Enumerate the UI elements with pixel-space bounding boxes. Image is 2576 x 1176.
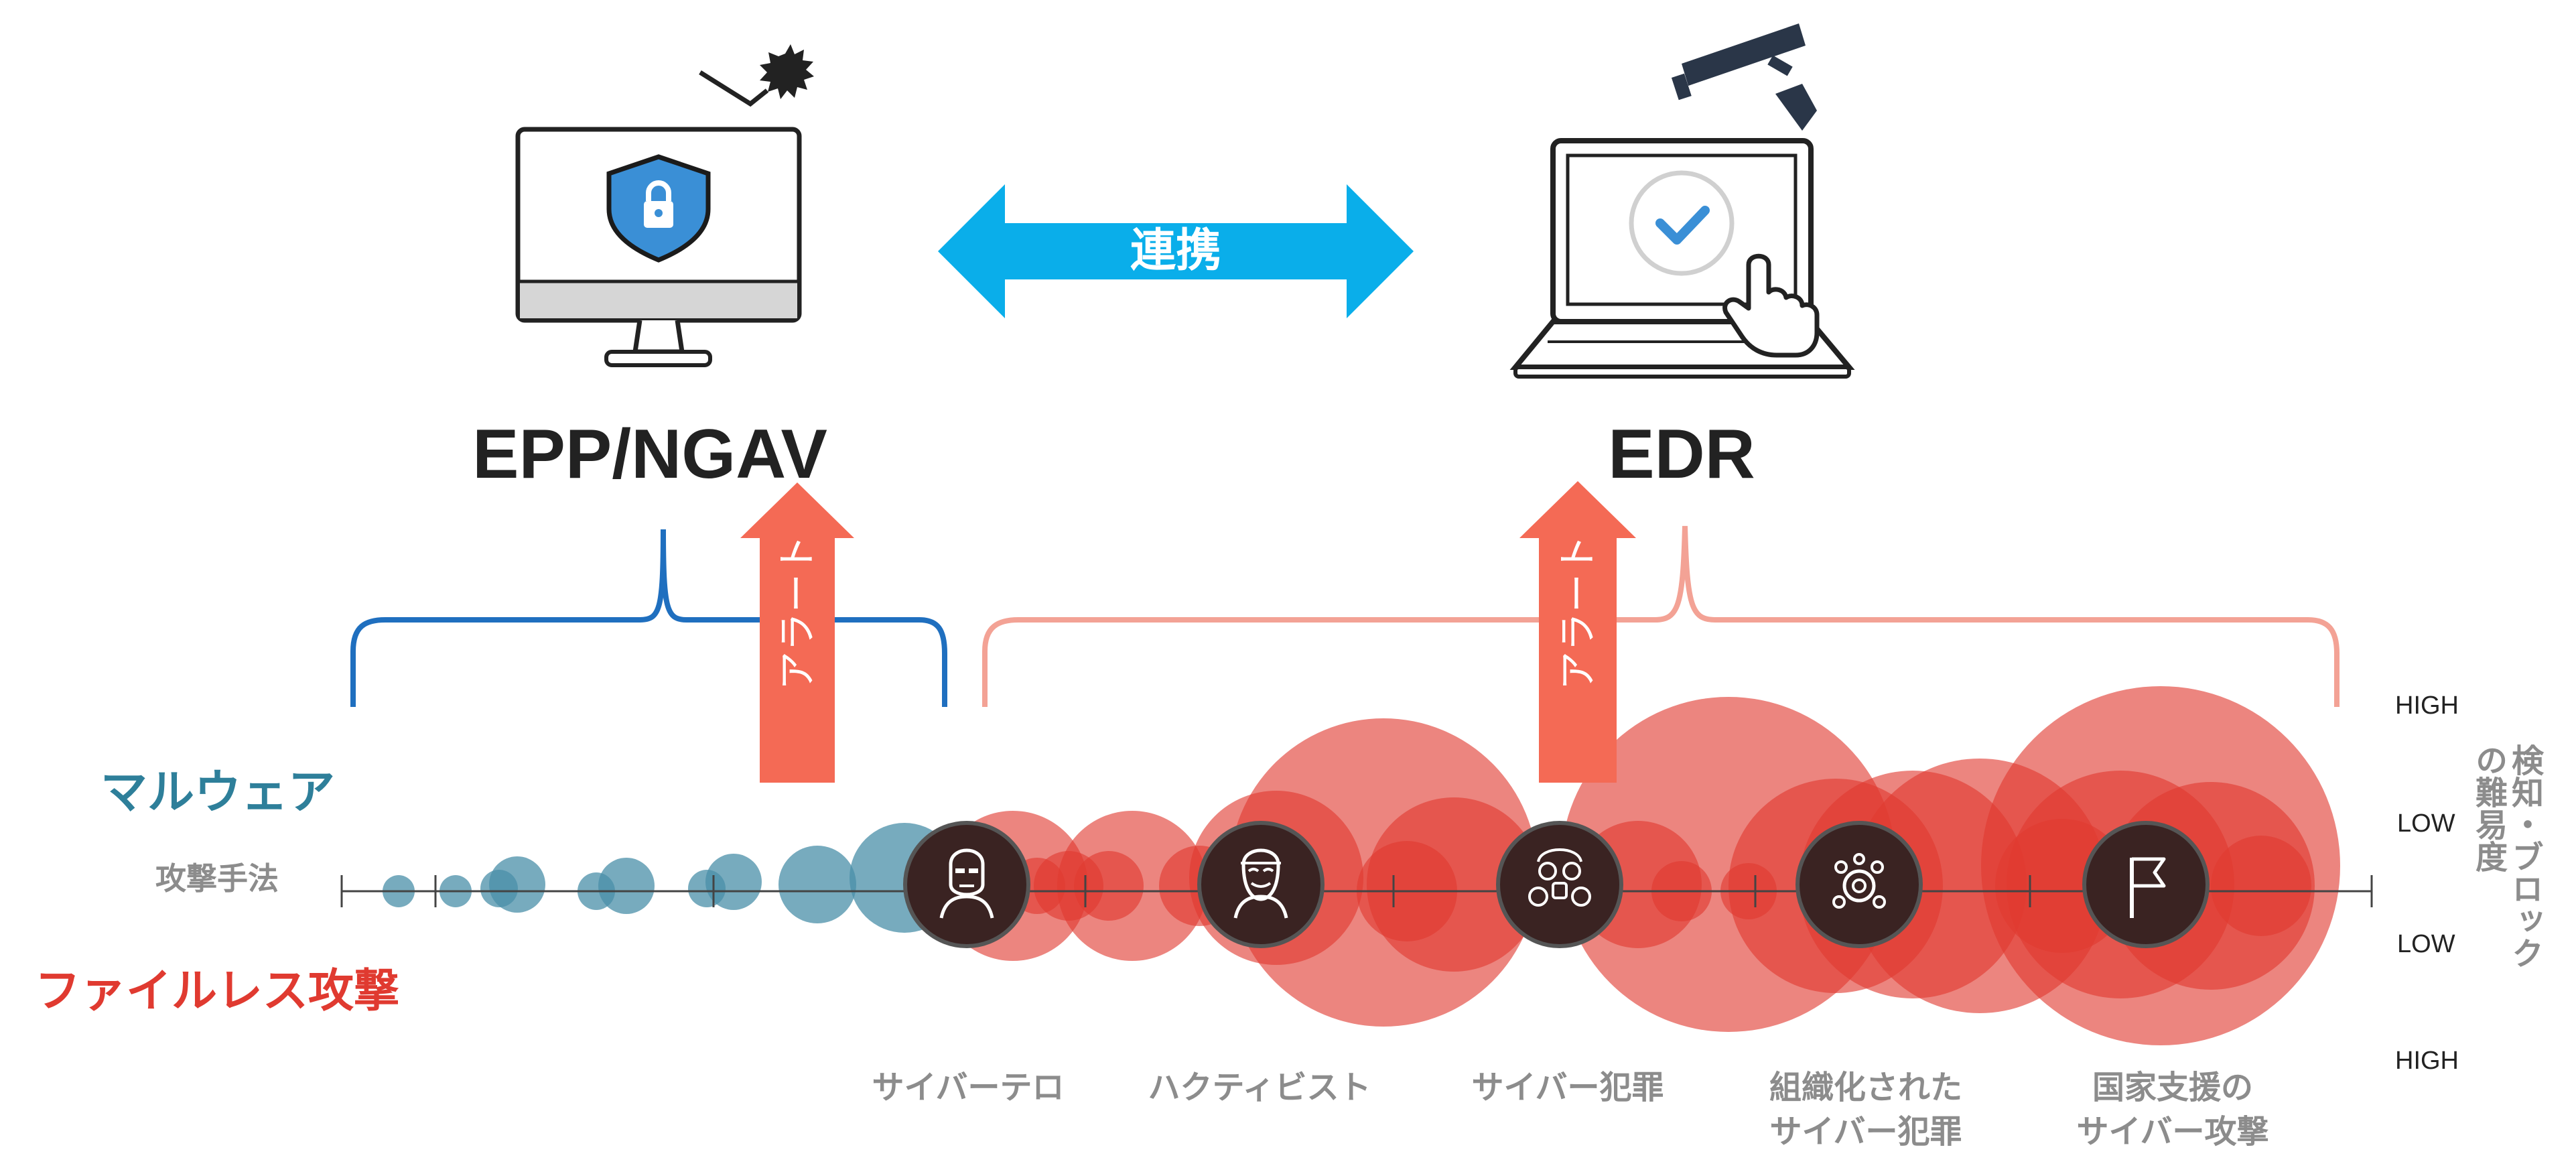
attack-method-label: 攻撃手法 bbox=[155, 860, 279, 897]
category-label-2: サイバー攻撃 bbox=[2076, 1113, 2269, 1151]
category-organized-crime: 組織化された サイバー犯罪 bbox=[1739, 1065, 1993, 1154]
icon-organized-network bbox=[1795, 821, 1923, 948]
virus-burst-icon bbox=[760, 44, 814, 99]
check-circle-icon bbox=[1629, 170, 1735, 276]
fileless-bubble bbox=[2211, 836, 2311, 936]
category-state-sponsored: 国家支援の サイバー攻撃 bbox=[2045, 1065, 2300, 1154]
scale-low-bottom: LOW bbox=[2397, 930, 2455, 958]
category-cyber-crime: サイバー犯罪 bbox=[1440, 1065, 1695, 1110]
category-label: 組織化された bbox=[1769, 1069, 1962, 1106]
axis-ticks bbox=[340, 875, 2373, 907]
edr-laptop-icon bbox=[1509, 23, 1855, 379]
scale-low-top: LOW bbox=[2397, 809, 2455, 838]
category-label: サイバーテロ bbox=[872, 1069, 1065, 1106]
scale-high-top: HIGH bbox=[2395, 692, 2459, 720]
link-double-arrow bbox=[938, 184, 1414, 318]
icon-gasmask-criminal bbox=[1496, 821, 1623, 948]
bubble-layer bbox=[383, 686, 2340, 1045]
epp-ngav-title: EPP/NGAV bbox=[472, 415, 827, 493]
scale-high-bottom: HIGH bbox=[2395, 1047, 2459, 1075]
malware-bubble bbox=[598, 858, 655, 914]
fileless-label: ファイルレス攻撃 bbox=[35, 965, 400, 1018]
icon-hacktivist bbox=[1197, 821, 1325, 948]
malware-bubble bbox=[489, 856, 545, 913]
alert-label-epp: アラート bbox=[774, 534, 820, 690]
edr-title: EDR bbox=[1608, 415, 1755, 493]
category-label-2: サイバー犯罪 bbox=[1769, 1113, 1962, 1151]
category-label: ハクティビスト bbox=[1148, 1069, 1371, 1106]
malware-label: マルウェア bbox=[100, 765, 335, 820]
icon-terrorist bbox=[903, 821, 1030, 948]
desktop-monitor-icon bbox=[515, 44, 814, 367]
difficulty-axis-title-line2: の難易度 bbox=[2469, 744, 2507, 872]
category-hacktivist: ハクティビスト bbox=[1126, 1065, 1394, 1110]
alert-line-icon bbox=[699, 70, 769, 107]
difficulty-axis-title: 検知・ブロック の難易度 bbox=[2469, 744, 2543, 1025]
security-camera-icon bbox=[1671, 23, 1817, 131]
fileless-bubble bbox=[1367, 797, 1541, 972]
alert-arrow-edr bbox=[1519, 481, 1636, 783]
edr-coverage-bracket bbox=[982, 525, 2340, 707]
fileless-bubble bbox=[1057, 811, 1207, 961]
difficulty-axis-title-line1: 検知・ブロック bbox=[2506, 744, 2543, 969]
category-cyber-terror: サイバーテロ bbox=[841, 1065, 1095, 1110]
link-label: 連携 bbox=[1130, 224, 1221, 277]
alert-arrow-epp bbox=[740, 482, 854, 783]
alert-label-edr: アラート bbox=[1555, 534, 1601, 690]
icon-flag bbox=[2082, 821, 2210, 948]
pointing-hand-icon bbox=[1722, 253, 1820, 358]
category-label: サイバー犯罪 bbox=[1471, 1069, 1664, 1106]
epp-coverage-bracket bbox=[350, 529, 947, 707]
malware-bubble bbox=[778, 846, 856, 923]
malware-bubble bbox=[705, 854, 762, 910]
category-label: 国家支援の bbox=[2092, 1069, 2253, 1106]
